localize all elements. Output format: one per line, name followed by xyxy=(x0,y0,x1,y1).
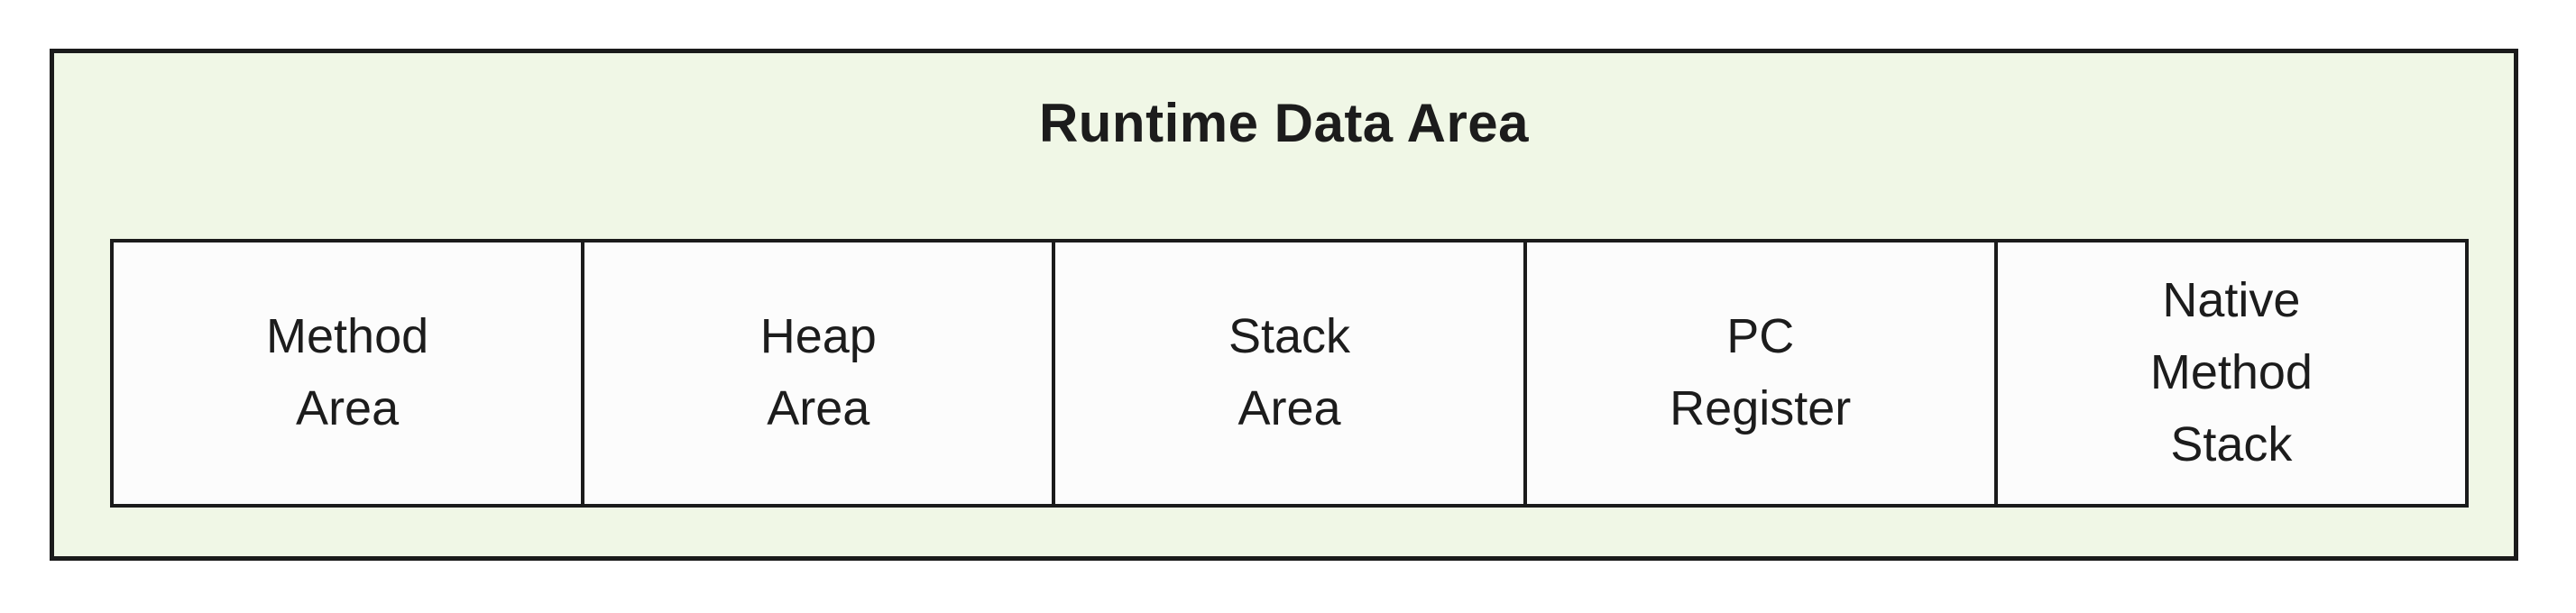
heap-area-label: Heap Area xyxy=(759,309,877,435)
method-area-label: Method Area xyxy=(266,309,429,435)
memory-areas-row: Method Area Heap Area Stack Area PC Regi… xyxy=(110,239,2469,508)
diagram-title: Runtime Data Area xyxy=(1038,93,1530,153)
runtime-data-area-container: Runtime Data Area Method Area Heap Area … xyxy=(50,49,2518,561)
stack-area-label: Stack Area xyxy=(1228,309,1351,435)
native-method-stack-label: Native Method Stack xyxy=(2149,273,2313,471)
cell-native-method-stack: Native Method Stack xyxy=(1997,242,2466,504)
cell-heap-area: Heap Area xyxy=(584,242,1056,504)
pc-register-label: PC Register xyxy=(1670,309,1852,435)
cell-pc-register: PC Register xyxy=(1526,242,1998,504)
cell-method-area: Method Area xyxy=(114,242,585,504)
cell-stack-area: Stack Area xyxy=(1055,242,1527,504)
